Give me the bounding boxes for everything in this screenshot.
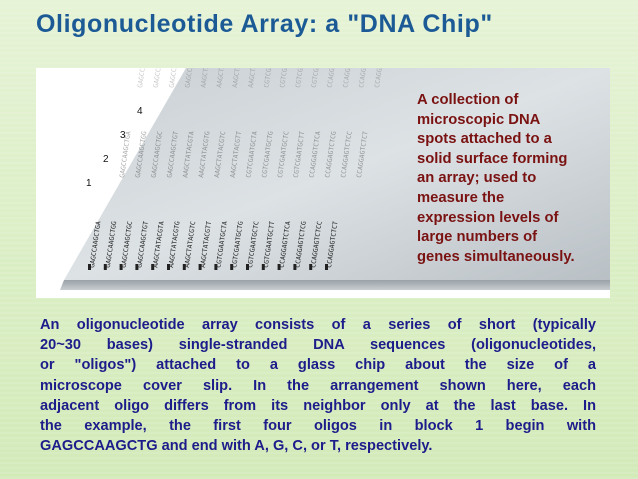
- glass-chip-edge: [60, 280, 610, 290]
- probe-spot: [261, 264, 265, 270]
- glass-chip: [64, 68, 610, 280]
- probe-spot: [309, 264, 313, 270]
- probe-spot: [230, 264, 234, 270]
- paragraph-line: 20~30 bases) single-stranded DNA sequenc…: [40, 337, 596, 354]
- block-number-layer: 1 2 3 4: [86, 106, 143, 189]
- block-number: 3: [120, 130, 126, 141]
- probe-spot: [167, 264, 170, 270]
- probe-spot: [182, 264, 186, 270]
- block-number: 1: [86, 178, 92, 189]
- caption-line: an array; used to: [417, 170, 537, 187]
- paragraph-line: adjacent oligo differs from its neighbor…: [40, 397, 596, 414]
- probe-spot: [246, 264, 249, 270]
- probe-spot: [277, 264, 281, 270]
- probe-spot: [88, 264, 91, 270]
- probe-sequence-faded: GAGCCAAGCTGG: [152, 68, 166, 88]
- probe-sequence-faded: GAGCCAAGCTGA: [136, 68, 150, 88]
- block-number: 4: [137, 106, 143, 117]
- description-paragraph: An oligonucleotide array consists of a s…: [40, 315, 596, 456]
- paragraph-line: the example, the first four oligos in bl…: [40, 418, 596, 435]
- slide-title: Oligonucleotide Array: a "DNA Chip": [36, 10, 493, 38]
- paragraph-line: or "oligos") attached to a glass chip ab…: [40, 357, 596, 374]
- caption-line: genes simultaneously.: [417, 248, 575, 265]
- paragraph-line: An oligonucleotide array consists of a s…: [40, 317, 596, 333]
- probe-spot: [214, 264, 218, 270]
- dna-chip-figure: GAGCCAAGCTGAGAGCCAAGCTGAGAGCCAAGCTGAGAGC…: [36, 68, 610, 298]
- caption-line: expression levels of: [417, 209, 559, 226]
- paragraph-line: GAGCCAAGCTG and end with A, G, C, or T, …: [40, 438, 433, 455]
- probe-spot: [151, 264, 155, 270]
- caption-line: microscopic DNA: [417, 111, 541, 128]
- caption-line: A collection of: [417, 92, 519, 108]
- paragraph-line: microscope cover slip. In the arrangemen…: [40, 377, 596, 394]
- block-number: 2: [103, 154, 109, 165]
- probe-spot: [293, 264, 297, 270]
- probe-spot: [103, 264, 107, 270]
- probe-spot: [135, 264, 139, 270]
- probe-spot: [325, 264, 328, 270]
- figure-caption: A collection of microscopic DNA spots at…: [417, 91, 605, 267]
- dna-chip-illustration: GAGCCAAGCTGAGAGCCAAGCTGAGAGCCAAGCTGAGAGC…: [60, 68, 610, 290]
- probe-spot: [119, 264, 123, 270]
- caption-line: large numbers of: [417, 229, 538, 246]
- probe-spot: [198, 264, 202, 270]
- caption-line: spots attached to a: [417, 131, 552, 148]
- caption-line: solid surface forming: [417, 150, 568, 167]
- caption-line: measure the: [417, 189, 505, 206]
